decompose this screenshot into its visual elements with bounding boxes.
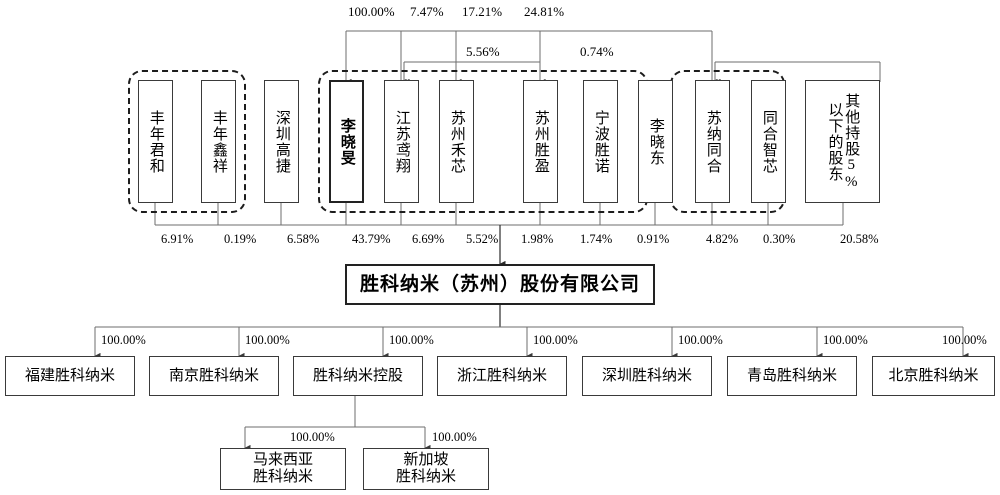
pct-top-3: 17.21% <box>462 4 503 19</box>
shareholder-box-s10[interactable]: 苏纳同合 <box>695 80 730 203</box>
pct-share-s8: 1.74% <box>580 232 613 246</box>
shareholder-label-s11: 同合智芯 <box>760 109 777 174</box>
shareholder-box-s4[interactable]: 李晓旻 <box>329 80 364 203</box>
pct-share-s3: 6.58% <box>287 232 320 246</box>
subsidiary-label-c4: 浙江胜科纳米 <box>456 367 547 384</box>
pct-top-2: 7.47% <box>410 4 444 19</box>
shareholder-label-s12: 其他持股5%以下的股东 <box>826 92 860 191</box>
subsidiary-box-c4[interactable]: 浙江胜科纳米 <box>437 356 567 396</box>
pct-top-1: 100.00% <box>348 4 395 19</box>
pct-sub-c7: 100.00% <box>942 333 987 347</box>
shareholder-label-s8: 宁波胜诺 <box>592 109 609 174</box>
pct-share-s10: 4.82% <box>706 232 739 246</box>
shareholder-label-s9: 李晓东 <box>647 117 664 166</box>
subsubsidiary-label-d1-line1: 马来西亚 <box>252 452 313 469</box>
subsubsidiary-box-d2[interactable]: 新加坡 胜科纳米 <box>363 448 489 490</box>
pct-share-s6: 5.52% <box>466 232 499 246</box>
shareholder-box-s3[interactable]: 深圳高捷 <box>264 80 299 203</box>
pct-share-s4: 43.79% <box>352 232 391 246</box>
subsidiary-label-c5: 深圳胜科纳米 <box>601 367 692 384</box>
shareholder-box-s1[interactable]: 丰年君和 <box>138 80 173 203</box>
shareholder-box-s11[interactable]: 同合智芯 <box>751 80 786 203</box>
shareholder-box-s8[interactable]: 宁波胜诺 <box>583 80 618 203</box>
pct-share-s12: 20.58% <box>840 232 879 246</box>
subsidiary-label-c2: 南京胜科纳米 <box>168 367 259 384</box>
pct-sub-c3: 100.00% <box>389 333 434 347</box>
subsidiary-box-c5[interactable]: 深圳胜科纳米 <box>582 356 712 396</box>
pct-sub-c1: 100.00% <box>101 333 146 347</box>
subsubsidiary-box-d1[interactable]: 马来西亚 胜科纳米 <box>220 448 346 490</box>
shareholder-box-s5[interactable]: 江苏鸢翔 <box>384 80 419 203</box>
shareholder-label-s6: 苏州禾芯 <box>448 109 465 174</box>
subsubsidiary-label-d2-line1: 新加坡 <box>403 452 449 469</box>
pct-top-6: 0.74% <box>580 44 614 59</box>
pct-share-s1: 6.91% <box>161 232 194 246</box>
subsidiary-box-c1[interactable]: 福建胜科纳米 <box>5 356 135 396</box>
company-box[interactable]: 胜科纳米（苏州）股份有限公司 <box>345 264 655 305</box>
shareholder-label-s4: 李晓旻 <box>338 117 355 166</box>
shareholder-box-s9[interactable]: 李晓东 <box>638 80 673 203</box>
subsubsidiary-label-d1-line2: 胜科纳米 <box>252 469 313 485</box>
pct-top-5: 5.56% <box>466 44 500 59</box>
pct-share-s7: 1.98% <box>521 232 554 246</box>
subsidiary-label-c6: 青岛胜科纳米 <box>746 367 837 384</box>
subsidiary-box-c7[interactable]: 北京胜科纳米 <box>872 356 995 396</box>
pct-sub-c4: 100.00% <box>533 333 578 347</box>
pct-share-s9: 0.91% <box>637 232 670 246</box>
pct-subsub-d1: 100.00% <box>290 430 335 444</box>
subsidiary-label-c7: 北京胜科纳米 <box>888 367 979 384</box>
pct-share-s11: 0.30% <box>763 232 796 246</box>
pct-sub-c5: 100.00% <box>678 333 723 347</box>
pct-top-4: 24.81% <box>524 4 565 19</box>
subsidiary-box-c2[interactable]: 南京胜科纳米 <box>149 356 279 396</box>
pct-share-s2: 0.19% <box>224 232 257 246</box>
shareholder-group-fengnian <box>128 70 246 213</box>
shareholder-label-s1: 丰年君和 <box>147 109 164 174</box>
subsidiary-box-c6[interactable]: 青岛胜科纳米 <box>727 356 857 396</box>
pct-share-s5: 6.69% <box>412 232 445 246</box>
pct-sub-c6: 100.00% <box>823 333 868 347</box>
shareholder-label-s2: 丰年鑫祥 <box>210 109 227 174</box>
subsidiary-box-c3[interactable]: 胜科纳米控股 <box>293 356 423 396</box>
shareholder-box-s6[interactable]: 苏州禾芯 <box>439 80 474 203</box>
pct-sub-c2: 100.00% <box>245 333 290 347</box>
shareholder-label-s7: 苏州胜盈 <box>532 109 549 174</box>
company-label: 胜科纳米（苏州）股份有限公司 <box>359 273 640 295</box>
subsidiary-label-c3: 胜科纳米控股 <box>312 367 403 384</box>
shareholder-box-s7[interactable]: 苏州胜盈 <box>523 80 558 203</box>
shareholder-label-s3: 深圳高捷 <box>273 109 290 174</box>
subsidiary-label-c1: 福建胜科纳米 <box>24 367 115 384</box>
shareholder-label-s5: 江苏鸢翔 <box>393 109 410 174</box>
shareholder-label-s10: 苏纳同合 <box>704 109 721 174</box>
subsubsidiary-label-d2-line2: 胜科纳米 <box>395 469 456 485</box>
shareholder-box-s12[interactable]: 其他持股5%以下的股东 <box>805 80 880 203</box>
shareholder-box-s2[interactable]: 丰年鑫祥 <box>201 80 236 203</box>
pct-subsub-d2: 100.00% <box>432 430 477 444</box>
